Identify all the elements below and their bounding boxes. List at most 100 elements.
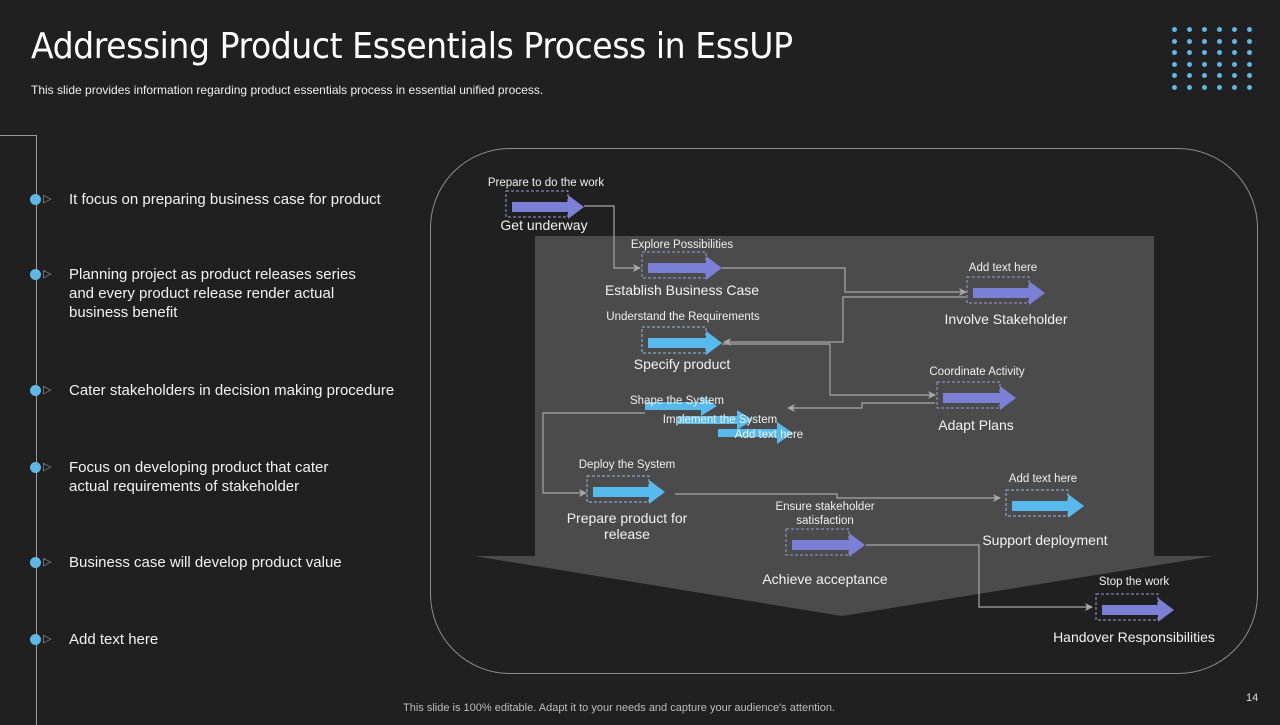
dot-icon	[1187, 73, 1192, 78]
dot-icon	[1217, 73, 1222, 78]
triangle-right-icon: ▷	[43, 268, 52, 280]
dot-icon	[1232, 84, 1237, 90]
step-arrow-icon	[943, 386, 1016, 410]
step-label: Specify product	[633, 356, 731, 372]
dot-icon	[1247, 50, 1252, 55]
bullet-dot-icon	[30, 557, 41, 568]
dot-icon	[1172, 50, 1177, 55]
dot-icon	[1247, 38, 1252, 44]
dot-icon	[1232, 27, 1237, 32]
dot-icon	[1172, 38, 1177, 44]
dot-icon	[1202, 38, 1207, 44]
dot-icon	[1232, 73, 1237, 78]
timeline-top-line	[0, 135, 37, 136]
dot-icon	[1172, 61, 1177, 67]
slide-subtitle: This slide provides information regardin…	[31, 83, 544, 97]
bullet-text: Cater stakeholders in decision making pr…	[69, 382, 395, 399]
step-label: Support deployment	[982, 532, 1108, 548]
dot-icon	[1187, 84, 1192, 90]
step-arrow-icon	[648, 331, 722, 355]
step-label: Establish Business Case	[604, 282, 760, 298]
step-arrow-icon	[1102, 598, 1174, 622]
bullet-item: ▷ It focus on preparing business case fo…	[30, 190, 381, 209]
slide-title: Addressing Product Essentials Process in…	[31, 26, 793, 67]
dot-icon	[1187, 27, 1192, 32]
triangle-right-icon: ▷	[43, 556, 52, 568]
dot-icon	[1187, 38, 1192, 44]
bullet-text: Add text here	[69, 631, 159, 648]
page-number: 14	[1246, 692, 1259, 704]
triangle-right-icon: ▷	[43, 384, 52, 396]
dot-grid-decoration	[1172, 27, 1262, 93]
dot-icon	[1217, 38, 1222, 44]
dot-icon	[1217, 27, 1222, 32]
bullet-dot-icon	[30, 194, 41, 205]
step-top-label: Implement the System	[662, 414, 778, 426]
diagram-panel	[474, 236, 1214, 616]
dot-icon	[1217, 84, 1222, 90]
step-top-label: Stop the work	[1098, 576, 1170, 588]
step-label: Get underway	[500, 217, 588, 233]
bullet-item: ▷ Cater stakeholders in decision making …	[30, 381, 394, 400]
dot-icon	[1217, 50, 1222, 55]
triangle-right-icon: ▷	[43, 633, 52, 645]
bullet-item: ▷ Focus on developing product that cater…	[30, 458, 328, 496]
bullet-item: ▷ Add text here	[30, 630, 158, 649]
dot-icon	[1247, 61, 1252, 67]
step-arrow-icon	[648, 256, 722, 280]
bullet-dot-icon	[30, 634, 41, 645]
step-arrow-icon	[1012, 494, 1084, 518]
triangle-right-icon: ▷	[43, 461, 52, 473]
step-arrow-icon	[973, 281, 1045, 305]
step-top-label: Prepare to do the work	[487, 177, 605, 189]
step-label: Prepare product for release	[566, 510, 688, 542]
step-arrow-icon	[718, 422, 793, 444]
dot-icon	[1247, 73, 1252, 78]
bullet-item: ▷ Business case will develop product val…	[30, 553, 342, 572]
dot-icon	[1232, 61, 1237, 67]
bullet-text: Focus on developing product that cater a…	[69, 459, 329, 495]
step-top-label: Add text here	[1008, 473, 1078, 485]
step-label: Involve Stakeholder	[944, 311, 1068, 327]
connector-line	[722, 267, 967, 296]
bullet-text: Business case will develop product value	[69, 554, 342, 571]
step-arrow-icon	[645, 396, 717, 416]
dot-icon	[1232, 50, 1237, 55]
triangle-right-icon: ▷	[43, 193, 52, 205]
dot-icon	[1217, 61, 1222, 67]
dot-icon	[1202, 50, 1207, 55]
dot-icon	[1202, 84, 1207, 90]
bullet-dot-icon	[30, 385, 41, 396]
bullet-dot-icon	[30, 462, 41, 473]
dot-icon	[1202, 61, 1207, 67]
footer-note: This slide is 100% editable. Adapt it to…	[403, 702, 835, 714]
bullet-text: Planning project as product releases ser…	[69, 266, 356, 321]
bullet-item: ▷ Planning project as product releases s…	[30, 265, 356, 322]
step-top-label: Add text here	[734, 429, 804, 441]
step-top-label: Add text here	[968, 262, 1038, 274]
dot-icon	[1187, 50, 1192, 55]
dot-icon	[1172, 84, 1177, 90]
step-top-label: Deploy the System	[578, 459, 676, 471]
step-top-label: Ensure stakeholder satisfaction	[775, 501, 875, 527]
step-label: Handover Responsibilities	[1053, 629, 1215, 645]
connector-line	[723, 296, 966, 346]
step-arrow-icon	[792, 533, 865, 557]
step-arrow-icon	[593, 480, 665, 504]
step-label: Adapt Plans	[938, 417, 1014, 433]
timeline-line	[36, 135, 37, 725]
dot-icon	[1187, 61, 1192, 67]
dot-icon	[1232, 38, 1237, 44]
step-arrow-icon	[678, 410, 753, 430]
dot-icon	[1247, 27, 1252, 32]
dot-icon	[1247, 84, 1252, 90]
connector-line	[866, 544, 1093, 611]
step-top-label: Understand the Requirements	[606, 311, 760, 323]
step-label: Achieve acceptance	[762, 571, 888, 587]
bullet-dot-icon	[30, 269, 41, 280]
diagram-frame	[430, 148, 1258, 674]
dot-icon	[1172, 27, 1177, 32]
bullet-text: It focus on preparing business case for …	[69, 191, 381, 208]
step-top-label: Explore Possibilities	[630, 239, 734, 251]
